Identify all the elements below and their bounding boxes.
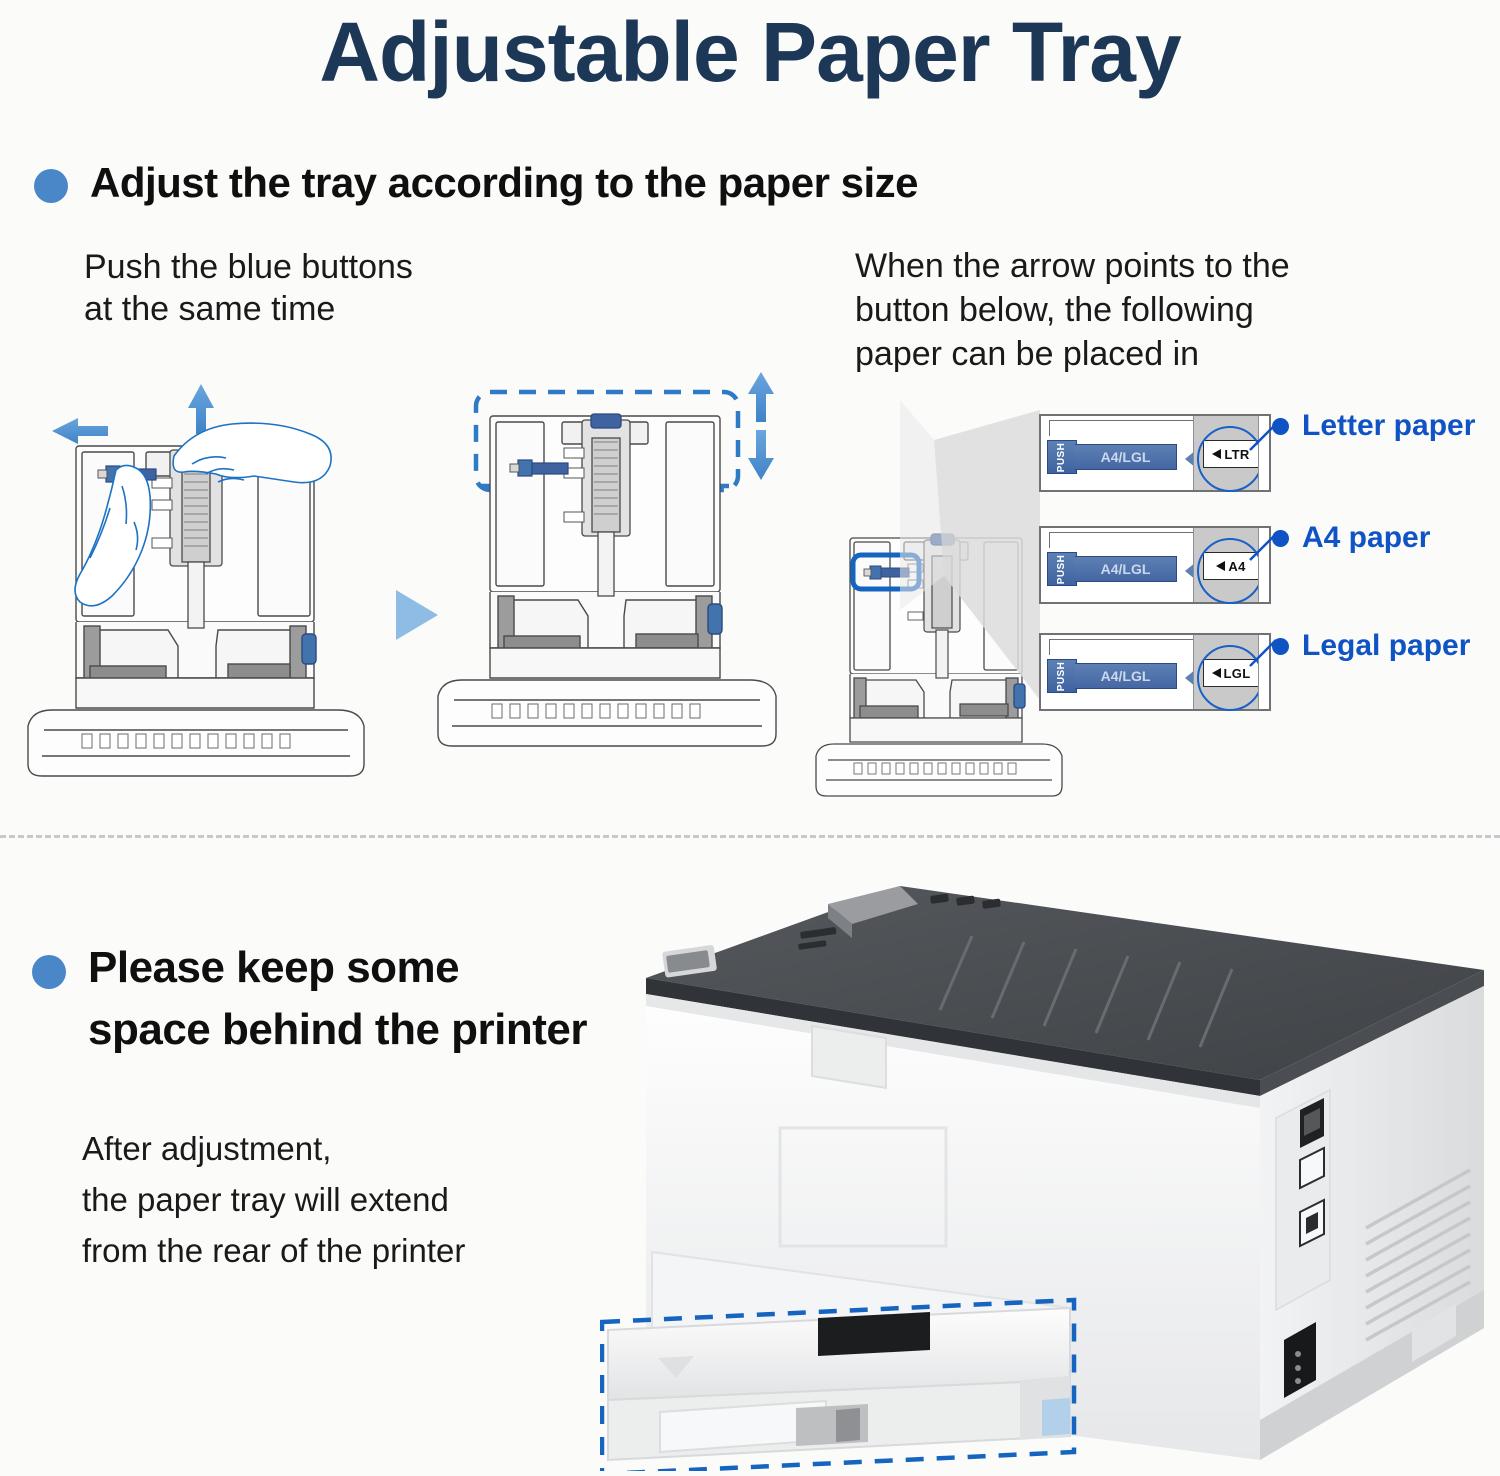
arrow-left-small-icon	[1216, 561, 1226, 571]
slider-label: A4/LGL	[1100, 561, 1151, 577]
tray-illustration-highlighted	[420, 370, 820, 818]
page-title: Adjustable Paper Tray	[319, 5, 1181, 99]
size-code: A4	[1228, 558, 1246, 574]
caption-tray-extends: After adjustment, the paper tray will ex…	[82, 1130, 466, 1269]
arrow-left-small-icon	[1211, 668, 1221, 678]
caption-arrow-points: When the arrow points to the button belo…	[855, 247, 1290, 373]
triangle-left-icon	[1185, 562, 1193, 580]
push-label: PUSH	[1056, 442, 1068, 472]
push-button-icon: PUSH	[1047, 659, 1077, 693]
section-2-heading: Please keep some space behind the printe…	[32, 943, 587, 1061]
tray-push-slider	[509, 459, 569, 477]
callout-legal-paper: Legal paper	[1272, 629, 1470, 663]
size-chip-letter: LTR	[1203, 440, 1259, 468]
push-label: PUSH	[1056, 661, 1068, 691]
callout-a4-paper: A4 paper	[1272, 521, 1430, 555]
push-label: PUSH	[1056, 554, 1068, 584]
hand-icon-upper	[172, 422, 332, 484]
callout-text: Letter paper	[1302, 409, 1476, 442]
slider-bar: A4/LGL	[1075, 444, 1177, 470]
slider-bar: A4/LGL	[1075, 663, 1177, 689]
size-code: LGL	[1223, 665, 1251, 681]
section-1-heading-text: Adjust the tray according to the paper s…	[90, 159, 919, 206]
printer-top-cover	[646, 886, 1484, 1096]
callout-text: A4 paper	[1302, 521, 1431, 554]
arrow-down-icon	[748, 430, 774, 480]
printer-side-face	[1260, 986, 1484, 1460]
paper-panel-legal: PUSH A4/LGL LGL	[1039, 633, 1271, 711]
size-code: LTR	[1224, 446, 1250, 462]
slider-bar: A4/LGL	[1075, 556, 1177, 582]
triangle-left-icon	[1185, 450, 1193, 468]
arrow-up-icon	[188, 384, 214, 434]
size-chip-a4: A4	[1203, 552, 1259, 580]
section-2-heading-text: Please keep some space behind the printe…	[88, 943, 587, 1054]
triangle-left-icon	[1185, 669, 1193, 687]
slider-label: A4/LGL	[1100, 668, 1151, 684]
arrow-up-icon	[748, 372, 774, 422]
dashed-highlight-tray	[599, 1297, 1077, 1476]
printer-product-photo	[599, 860, 1500, 1476]
panel-edge	[1258, 528, 1269, 602]
arrow-left-icon	[52, 418, 108, 444]
tray-push-slider	[863, 565, 910, 580]
arrow-left-small-icon	[1212, 449, 1222, 459]
extended-paper-tray	[607, 1306, 1071, 1462]
tray-illustration-push-buttons	[18, 378, 408, 818]
section-1-heading: Adjust the tray according to the paper s…	[34, 159, 919, 211]
panel-edge	[1258, 416, 1269, 490]
callout-text: Legal paper	[1302, 629, 1471, 662]
push-button-icon: PUSH	[1047, 552, 1077, 586]
panel-slider-area: PUSH A4/LGL	[1041, 416, 1193, 490]
panel-slider-area: PUSH A4/LGL	[1041, 528, 1193, 602]
paper-panel-letter: PUSH A4/LGL LTR	[1039, 414, 1271, 492]
section-divider	[0, 835, 1500, 838]
callout-letter-paper: Letter paper	[1272, 409, 1475, 443]
caption-push-buttons: Push the blue buttons at the same time	[84, 248, 413, 328]
callout-dot-icon	[1272, 417, 1289, 435]
panel-edge	[1258, 635, 1269, 709]
slider-label: A4/LGL	[1100, 449, 1151, 465]
push-button-icon: PUSH	[1047, 440, 1077, 474]
callout-dot-icon	[1272, 529, 1289, 547]
panel-slider-area: PUSH A4/LGL	[1041, 635, 1193, 709]
bullet-dot-icon	[34, 169, 68, 203]
hand-icon-lower	[74, 464, 152, 607]
paper-panel-a4: PUSH A4/LGL A4	[1039, 526, 1271, 604]
callout-dot-icon	[1272, 637, 1289, 655]
bullet-dot-icon	[32, 955, 66, 989]
size-chip-legal: LGL	[1203, 659, 1259, 687]
step-arrow-triangle-right-icon	[386, 584, 446, 646]
